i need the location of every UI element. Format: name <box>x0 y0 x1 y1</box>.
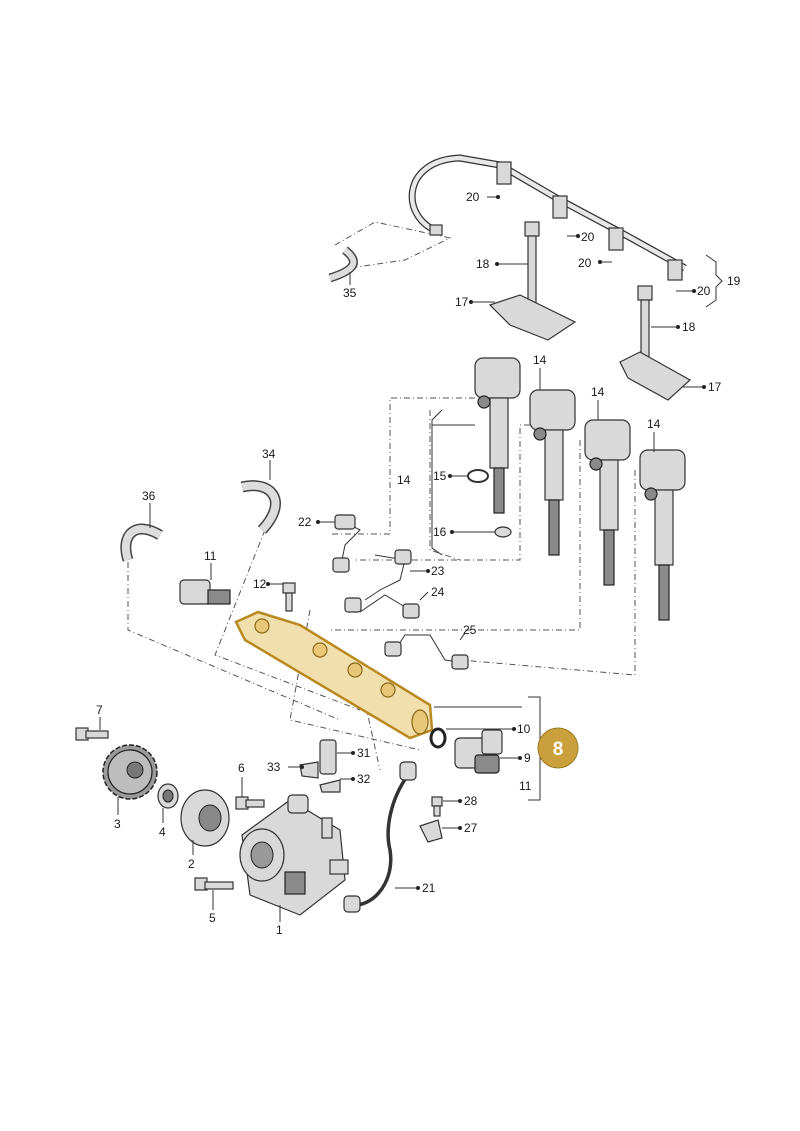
o-ring-15 <box>467 469 489 483</box>
label-17a: 17 <box>455 295 469 309</box>
label-20c: 20 <box>578 256 592 270</box>
return-hose-assembly <box>408 154 687 281</box>
injector-4 <box>639 449 686 621</box>
label-23: 23 <box>431 564 445 578</box>
label-32: 32 <box>357 772 371 786</box>
clip-33 <box>299 761 319 779</box>
injector-1 <box>474 357 521 514</box>
bolt-12 <box>282 582 296 612</box>
gear-3 <box>102 744 158 800</box>
label-4: 4 <box>159 825 166 839</box>
clip-32 <box>319 779 341 793</box>
badge-label: 8 <box>553 739 564 760</box>
label-20d: 20 <box>697 284 711 298</box>
sensor-11 <box>179 579 231 605</box>
bolt-18-right <box>637 285 653 361</box>
bolt-6 <box>235 796 265 810</box>
clamp-17-right <box>619 351 692 401</box>
leader-dots <box>266 195 706 890</box>
bolt-7 <box>75 727 109 741</box>
label-11b: 11 <box>519 779 532 793</box>
label-1: 1 <box>276 923 283 937</box>
hub-4 <box>157 783 179 809</box>
label-18b: 18 <box>682 320 696 334</box>
bolt-28 <box>431 796 443 817</box>
label-34: 34 <box>262 447 276 461</box>
badge-circle <box>537 727 579 769</box>
label-5: 5 <box>209 911 216 925</box>
label-3: 3 <box>114 817 121 831</box>
hose-31 <box>319 739 337 775</box>
label-7: 7 <box>96 703 103 717</box>
pressure-valve-9 <box>454 729 503 774</box>
label-24: 24 <box>431 585 445 599</box>
label-20b: 20 <box>581 230 595 244</box>
label-27: 27 <box>464 821 478 835</box>
label-35: 35 <box>343 286 357 300</box>
label-14a: 14 <box>533 353 547 367</box>
guide-lines <box>127 221 636 771</box>
label-12: 12 <box>253 577 267 591</box>
injector-2 <box>529 389 576 556</box>
label-17b: 17 <box>708 380 722 394</box>
part-labels: 20 20 20 20 19 18 18 17 17 14 14 14 14 1… <box>96 190 741 937</box>
label-28: 28 <box>464 794 478 808</box>
label-22: 22 <box>298 515 312 529</box>
clamp-17-left <box>488 294 577 341</box>
line-21 <box>343 761 417 913</box>
label-21: 21 <box>422 881 436 895</box>
bolt-18-left <box>524 221 540 305</box>
label-25: 25 <box>463 623 477 637</box>
label-19: 19 <box>727 274 741 288</box>
label-36: 36 <box>142 489 156 503</box>
label-14c: 14 <box>647 417 661 431</box>
part-badge-8[interactable]: 8 <box>537 727 579 769</box>
label-33: 33 <box>267 760 281 774</box>
label-18a: 18 <box>476 257 490 271</box>
label-20a: 20 <box>466 190 480 204</box>
label-10: 10 <box>517 722 531 736</box>
label-2: 2 <box>188 857 195 871</box>
injector-3 <box>584 419 631 586</box>
label-9: 9 <box>524 751 531 765</box>
label-14d: 14 <box>397 473 411 487</box>
label-15: 15 <box>433 469 447 483</box>
fuel-rail-highlighted[interactable] <box>234 610 434 740</box>
seal-16 <box>494 526 512 538</box>
bolt-5 <box>194 877 234 891</box>
label-31: 31 <box>357 746 371 760</box>
flange-2 <box>180 789 230 847</box>
high-pressure-lines <box>332 514 469 670</box>
pump-1 <box>239 794 349 916</box>
leader-lines <box>99 196 723 922</box>
label-16: 16 <box>433 525 447 539</box>
label-6: 6 <box>238 761 245 775</box>
label-11a: 11 <box>204 549 217 563</box>
clip-27 <box>419 819 443 843</box>
label-14b: 14 <box>591 385 605 399</box>
o-ring-10 <box>429 727 447 749</box>
